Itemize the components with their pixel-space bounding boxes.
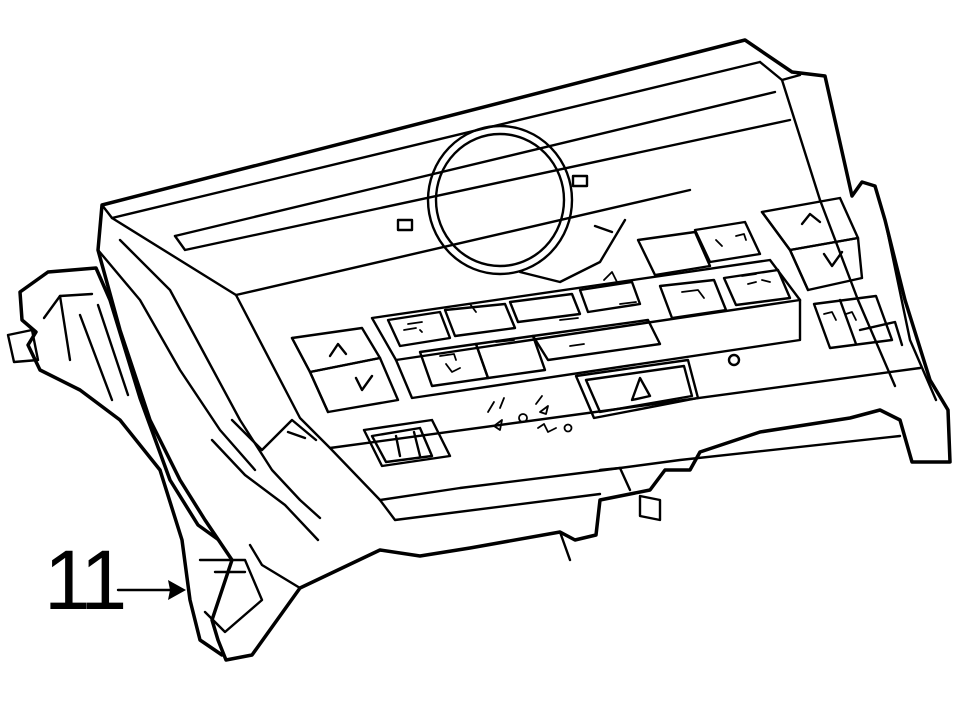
left-temp-down-button[interactable] [354,374,374,392]
button-array [370,220,802,400]
chevron-down-icon [354,374,374,392]
chevron-down-icon [822,250,844,268]
hazard-button[interactable] [574,358,700,420]
seat-switch [362,418,452,468]
right-temp-down-button[interactable] [822,250,844,268]
chevron-up-icon [800,212,822,226]
right-temp-up-button[interactable] [800,212,822,226]
callout-number: 11 [44,533,127,627]
hazard-triangle-icon [630,376,652,402]
right-temp-rocker [760,196,864,292]
left-temp-rocker [290,326,400,414]
right-side-switch [812,294,894,350]
display-dial [396,124,627,284]
panel-symbols [487,353,741,433]
chevron-up-icon [328,342,348,358]
panel-housing [96,38,952,662]
left-temp-up-button[interactable] [328,342,348,358]
callout-arrow [116,580,186,600]
